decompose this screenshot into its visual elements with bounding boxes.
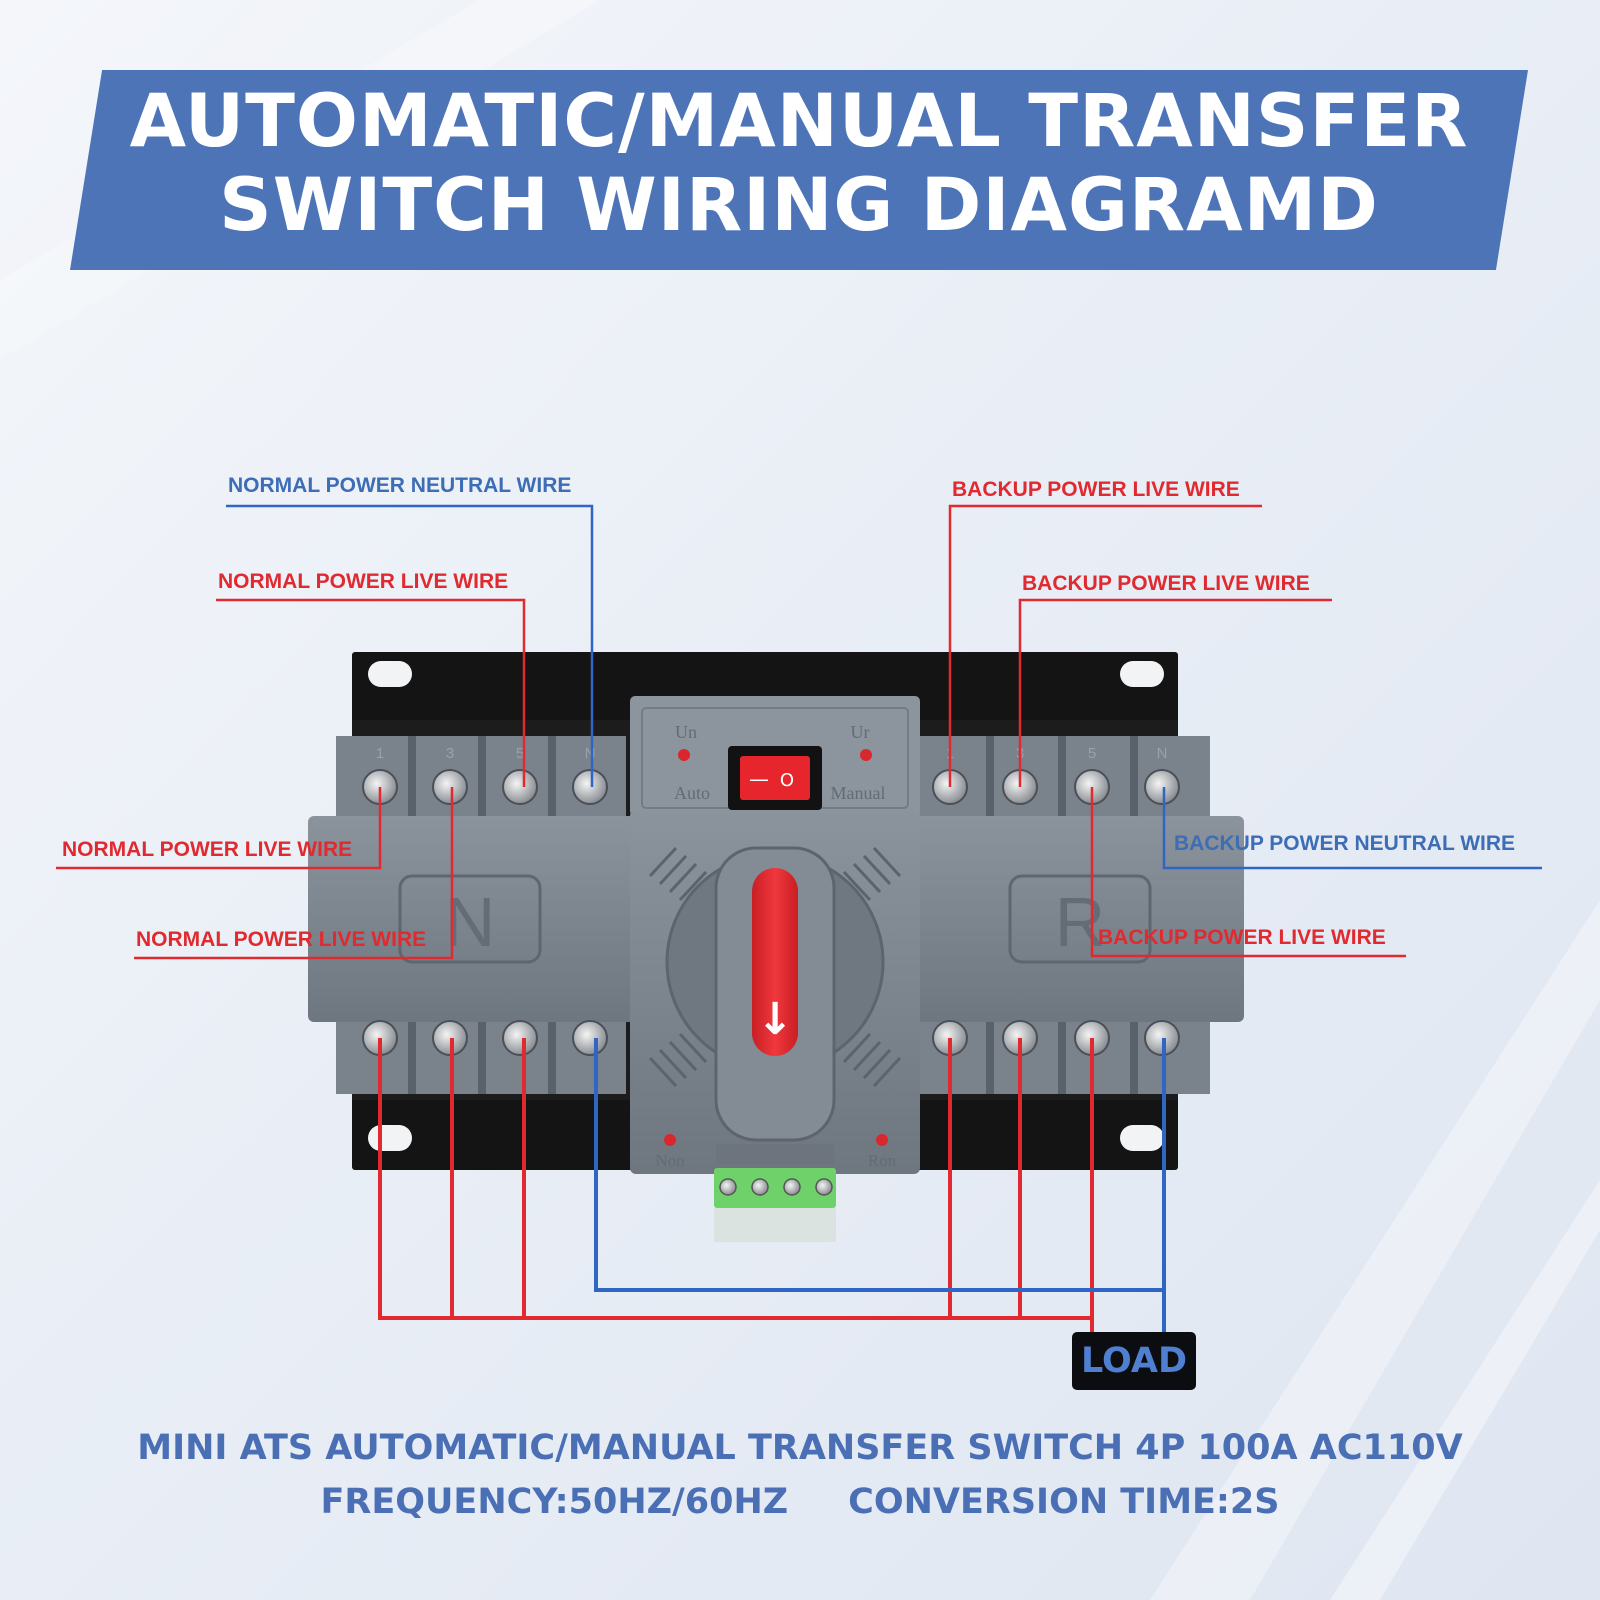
leader-backup-live-second [1018,598,1332,787]
mount-hole-bottom-right [1120,1125,1164,1151]
leader-normal-live-low [134,787,454,960]
section-n-plate [398,874,542,964]
title-line-2: SWITCH WIRING DIAGRAMD [219,163,1379,248]
footer-conversion-time: CONVERSION TIME:2S [848,1482,1280,1522]
terminal-screw [502,769,538,805]
status-non-led [664,1134,676,1146]
leader-backup-live-top [948,504,1262,787]
handle-arrow-icon: ↓ [757,994,794,1045]
indicator-un-led [678,749,690,761]
load-label: LOAD [1072,1332,1196,1390]
title-banner [70,70,1528,270]
mount-hole-top-left [368,661,412,687]
terminal-screw [572,1020,608,1056]
label-normal-power-live-wire-top: NORMAL POWER LIVE WIRE [218,570,509,593]
terminal-screw [572,769,608,805]
status-ron-led [876,1134,888,1146]
rocker-on-mark: O [780,770,794,791]
label-backup-power-live-wire-second: BACKUP POWER LIVE WIRE [1022,572,1310,595]
load-neutral-wires [594,1038,1166,1334]
label-backup-power-live-wire-low: BACKUP POWER LIVE WIRE [1098,926,1386,949]
left-terminal-mark-n: N [585,745,596,762]
mode-auto-label: Auto [674,783,710,803]
section-r-plate [1008,874,1152,964]
footer-spec-line-2: FREQUENCY:50HZ/60HZ CONVERSION TIME:2S [0,1482,1600,1522]
load-live-wires [378,1038,1094,1334]
rocker-off-mark: — [749,767,769,791]
right-terminal-mark-n: N [1157,745,1168,762]
mode-manual-label: Manual [831,783,886,803]
status-non-label: Non [655,1151,685,1170]
terminal-screw [432,769,468,805]
status-ron-label: Ron [868,1151,897,1170]
indicator-ur-label: Ur [851,722,870,742]
label-backup-power-live-wire-top: BACKUP POWER LIVE WIRE [952,478,1240,501]
title-line-1: AUTOMATIC/MANUAL TRANSFER [129,79,1469,164]
leader-normal-live-top [216,598,526,787]
control-terminal-block [714,1144,836,1242]
label-backup-power-neutral-wire: BACKUP POWER NEUTRAL WIRE [1174,832,1516,855]
left-terminal-mark-3: 3 [446,745,454,762]
indicator-ur-led [860,749,872,761]
leader-backup-neutral [1162,787,1542,870]
label-normal-power-neutral-wire: NORMAL POWER NEUTRAL WIRE [228,474,572,497]
footer-frequency: FREQUENCY:50HZ/60HZ [320,1482,789,1522]
leader-normal-neutral [226,504,594,787]
right-terminal-mark-5: 5 [1088,745,1096,762]
mount-hole-top-right [1120,661,1164,687]
terminal-screw [1144,769,1180,805]
footer-spec-line: MINI ATS AUTOMATIC/MANUAL TRANSFER SWITC… [137,1428,1463,1468]
label-normal-power-live-wire-mid: NORMAL POWER LIVE WIRE [62,838,353,861]
leader-normal-live-mid [56,787,382,870]
switch-body-right [908,816,1244,1022]
rotary-handle[interactable]: ↓ [665,846,885,1142]
ventilation-slits [648,846,902,1088]
terminal-screw [502,1020,538,1056]
switch-body-left [308,816,638,1022]
page-title: AUTOMATIC/MANUAL TRANSFER SWITCH WIRING … [70,80,1528,248]
left-terminal-mark-5: 5 [516,745,524,762]
indicator-un-label: Un [675,722,697,742]
left-terminal-mark-1: 1 [376,745,384,762]
leader-backup-live-low [1090,787,1406,958]
mode-rocker-switch[interactable]: — O [728,746,822,810]
section-r-letter: R [1055,883,1106,961]
label-normal-power-live-wire-low: NORMAL POWER LIVE WIRE [136,928,427,951]
mount-hole-bottom-left [368,1125,412,1151]
